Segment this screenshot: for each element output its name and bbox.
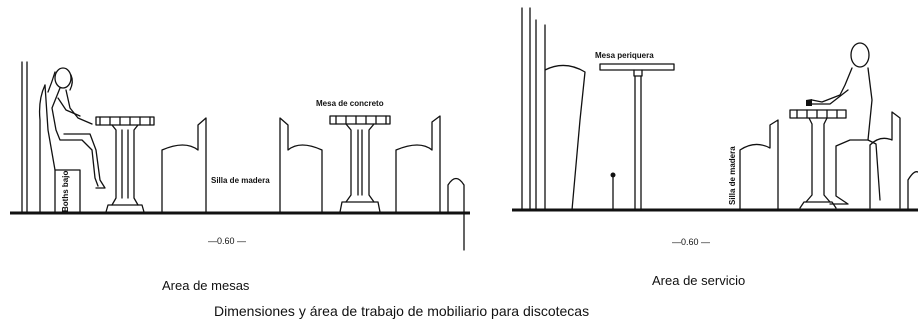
right-panel: Mesa periquera Silla de madera bbox=[512, 7, 918, 288]
high-table bbox=[599, 63, 675, 211]
chair-left-3 bbox=[395, 115, 441, 214]
concrete-table-label: Mesa de concreto bbox=[316, 99, 384, 108]
railing-left bbox=[447, 177, 465, 251]
bar-table bbox=[789, 109, 847, 209]
chair-left-2 bbox=[279, 117, 323, 214]
area-title-left: Area de mesas bbox=[162, 278, 250, 293]
chair-left-1 bbox=[161, 117, 207, 214]
wall-left bbox=[21, 61, 28, 214]
concrete-table bbox=[329, 115, 391, 213]
railing-right bbox=[907, 171, 918, 211]
table-left-1 bbox=[95, 116, 155, 213]
tall-booth bbox=[544, 24, 586, 211]
small-post bbox=[610, 172, 616, 211]
figure-caption: Dimensiones y área de trabajo de mobilia… bbox=[214, 303, 589, 319]
chair-right-2 bbox=[869, 111, 901, 209]
area-title-right: Area de servicio bbox=[652, 273, 745, 288]
high-table-label: Mesa periquera bbox=[595, 51, 654, 60]
left-panel: Boths bajo Silla de madera Mesa de concr… bbox=[10, 61, 470, 293]
dimension-left: —0.60 — bbox=[208, 236, 246, 246]
booth-bench bbox=[38, 84, 81, 214]
wood-chair-label-left: Silla de madera bbox=[211, 176, 270, 185]
booth-label: Boths bajo bbox=[61, 171, 70, 212]
seated-woman-figure bbox=[47, 67, 106, 189]
seated-man-figure bbox=[806, 42, 881, 205]
dimension-right: —0.60 — bbox=[672, 237, 710, 247]
chair-right-1 bbox=[739, 119, 779, 211]
wall-right bbox=[521, 7, 537, 211]
wood-chair-label-right: Silla de madera bbox=[728, 146, 737, 205]
